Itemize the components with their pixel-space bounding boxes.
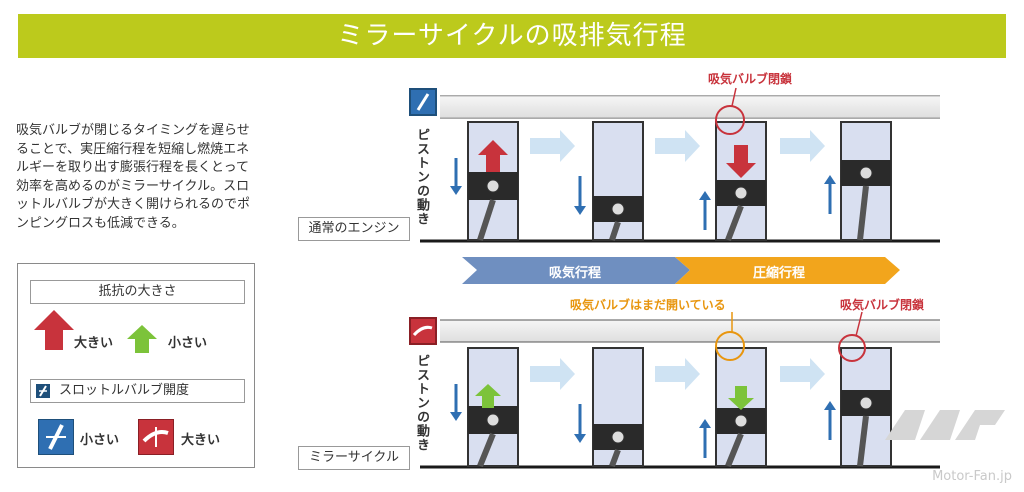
top-callout-intake-close: 吸気バルブ閉鎖	[708, 72, 793, 86]
legend-resistance-title: 抵抗の大きさ	[30, 280, 245, 304]
throttle-small-icon	[36, 384, 50, 398]
throttle-closed-icon	[38, 419, 74, 455]
green-arrow-up-icon	[127, 325, 157, 353]
legend-throttle-text: スロットルバルブ開度	[59, 383, 190, 398]
legend-small-label: 小さい	[168, 336, 208, 351]
legend-throttle-large-label: 大きい	[181, 433, 221, 448]
legend-large-label: 大きい	[74, 336, 114, 351]
bottom-piston-motion-label: ピストンの動き	[414, 354, 429, 452]
bottom-engine-label: ミラーサイクル	[298, 446, 410, 470]
cylinder-top-1	[467, 121, 519, 241]
compression-stroke-label: 圧縮行程	[753, 266, 806, 281]
bottom-callout-intake-close: 吸気バルブ閉鎖	[840, 298, 925, 312]
page-title: ミラーサイクルの吸排気行程	[337, 21, 687, 51]
intake-stroke-label: 吸気行程	[549, 266, 602, 281]
title-banner: ミラーサイクルの吸排気行程	[18, 14, 1006, 58]
cylinder-bottom-2	[592, 347, 644, 468]
cylinder-top-2	[592, 121, 644, 241]
watermark-text: Motor-Fan.jp	[932, 469, 1012, 484]
red-arrow-up-icon	[34, 310, 74, 350]
top-engine-label: 通常のエンジン	[298, 217, 410, 241]
description-text: 吸気バルブが閉じるタイミングを遅らせることで、実圧縮行程を短縮し燃焼エネルギーを…	[16, 123, 251, 231]
top-piston-motion-label: ピストンの動き	[414, 128, 429, 226]
cylinder-top-4	[840, 121, 892, 241]
throttle-open-icon	[138, 419, 174, 455]
bottom-callout-still-open: 吸気バルブはまだ開いている	[570, 298, 726, 312]
legend-throttle-title: スロットルバルブ開度	[30, 379, 245, 403]
cylinder-top-3	[715, 121, 767, 242]
legend-throttle-small-label: 小さい	[80, 433, 120, 448]
cylinder-bottom-4	[840, 347, 892, 467]
legend-box: 抵抗の大きさ 大きい 小さい スロットルバルブ開度 小さい 大きい	[17, 263, 255, 468]
